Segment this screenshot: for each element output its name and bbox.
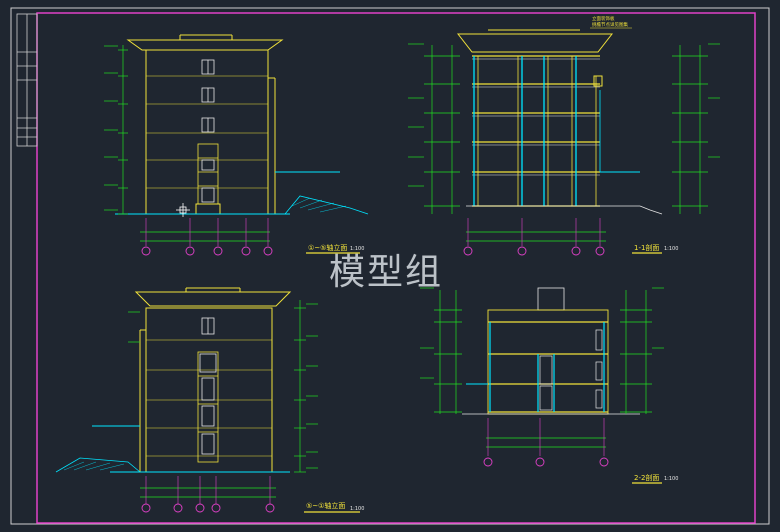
title-strip — [16, 13, 38, 147]
roof-eave — [126, 39, 284, 51]
section-2-2[interactable]: 2-2剖面 1:100 — [420, 287, 678, 484]
section-1-1[interactable]: 立面装饰板 挑檐节点详见图集 — [408, 15, 720, 256]
window-group — [197, 59, 219, 205]
view-title: ①~⑤轴立面 — [308, 243, 347, 252]
crosshair-cursor-icon — [176, 203, 190, 217]
view-title: 2-2剖面 — [634, 473, 659, 482]
sheet-border — [10, 7, 770, 525]
view-title: ⑤~①轴立面 — [306, 501, 345, 510]
drawing-frame — [36, 12, 756, 524]
watermark-text: 模型组 — [329, 252, 444, 293]
front-elevation[interactable]: ①~⑤轴立面 1:100 — [104, 34, 369, 256]
section-note-1: 立面装饰板 — [592, 15, 615, 22]
back-elevation[interactable]: ⑤~①轴立面 1:100 — [55, 287, 364, 513]
view-scale: 1:100 — [664, 476, 678, 482]
view-title: 1-1剖面 — [634, 243, 659, 252]
view-scale: 1:100 — [350, 506, 364, 512]
section-note-2: 挑檐节点详见图集 — [592, 21, 628, 28]
view-scale: 1:100 — [350, 246, 364, 252]
view-scale: 1:100 — [664, 246, 678, 252]
